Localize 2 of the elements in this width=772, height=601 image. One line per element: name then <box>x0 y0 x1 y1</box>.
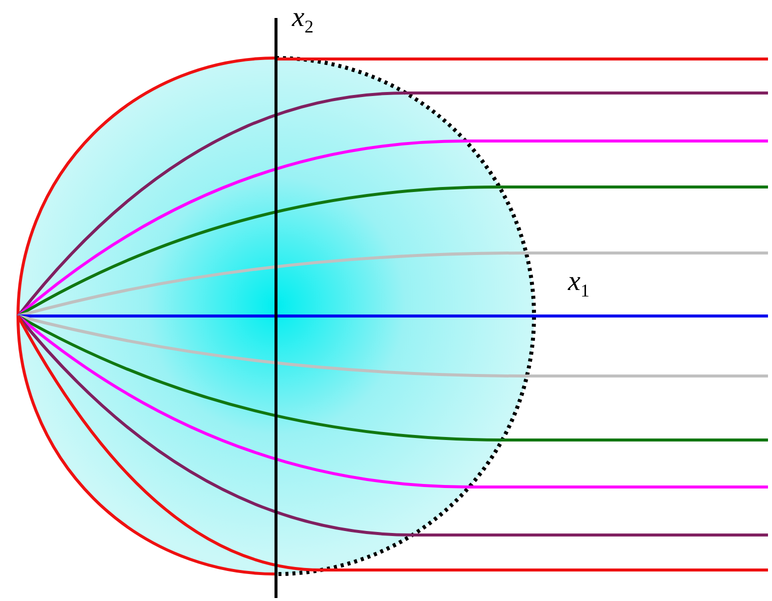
axis-label: x$_{1}$ <box>568 268 590 300</box>
axis-label: x$_{2}$ <box>292 4 314 36</box>
